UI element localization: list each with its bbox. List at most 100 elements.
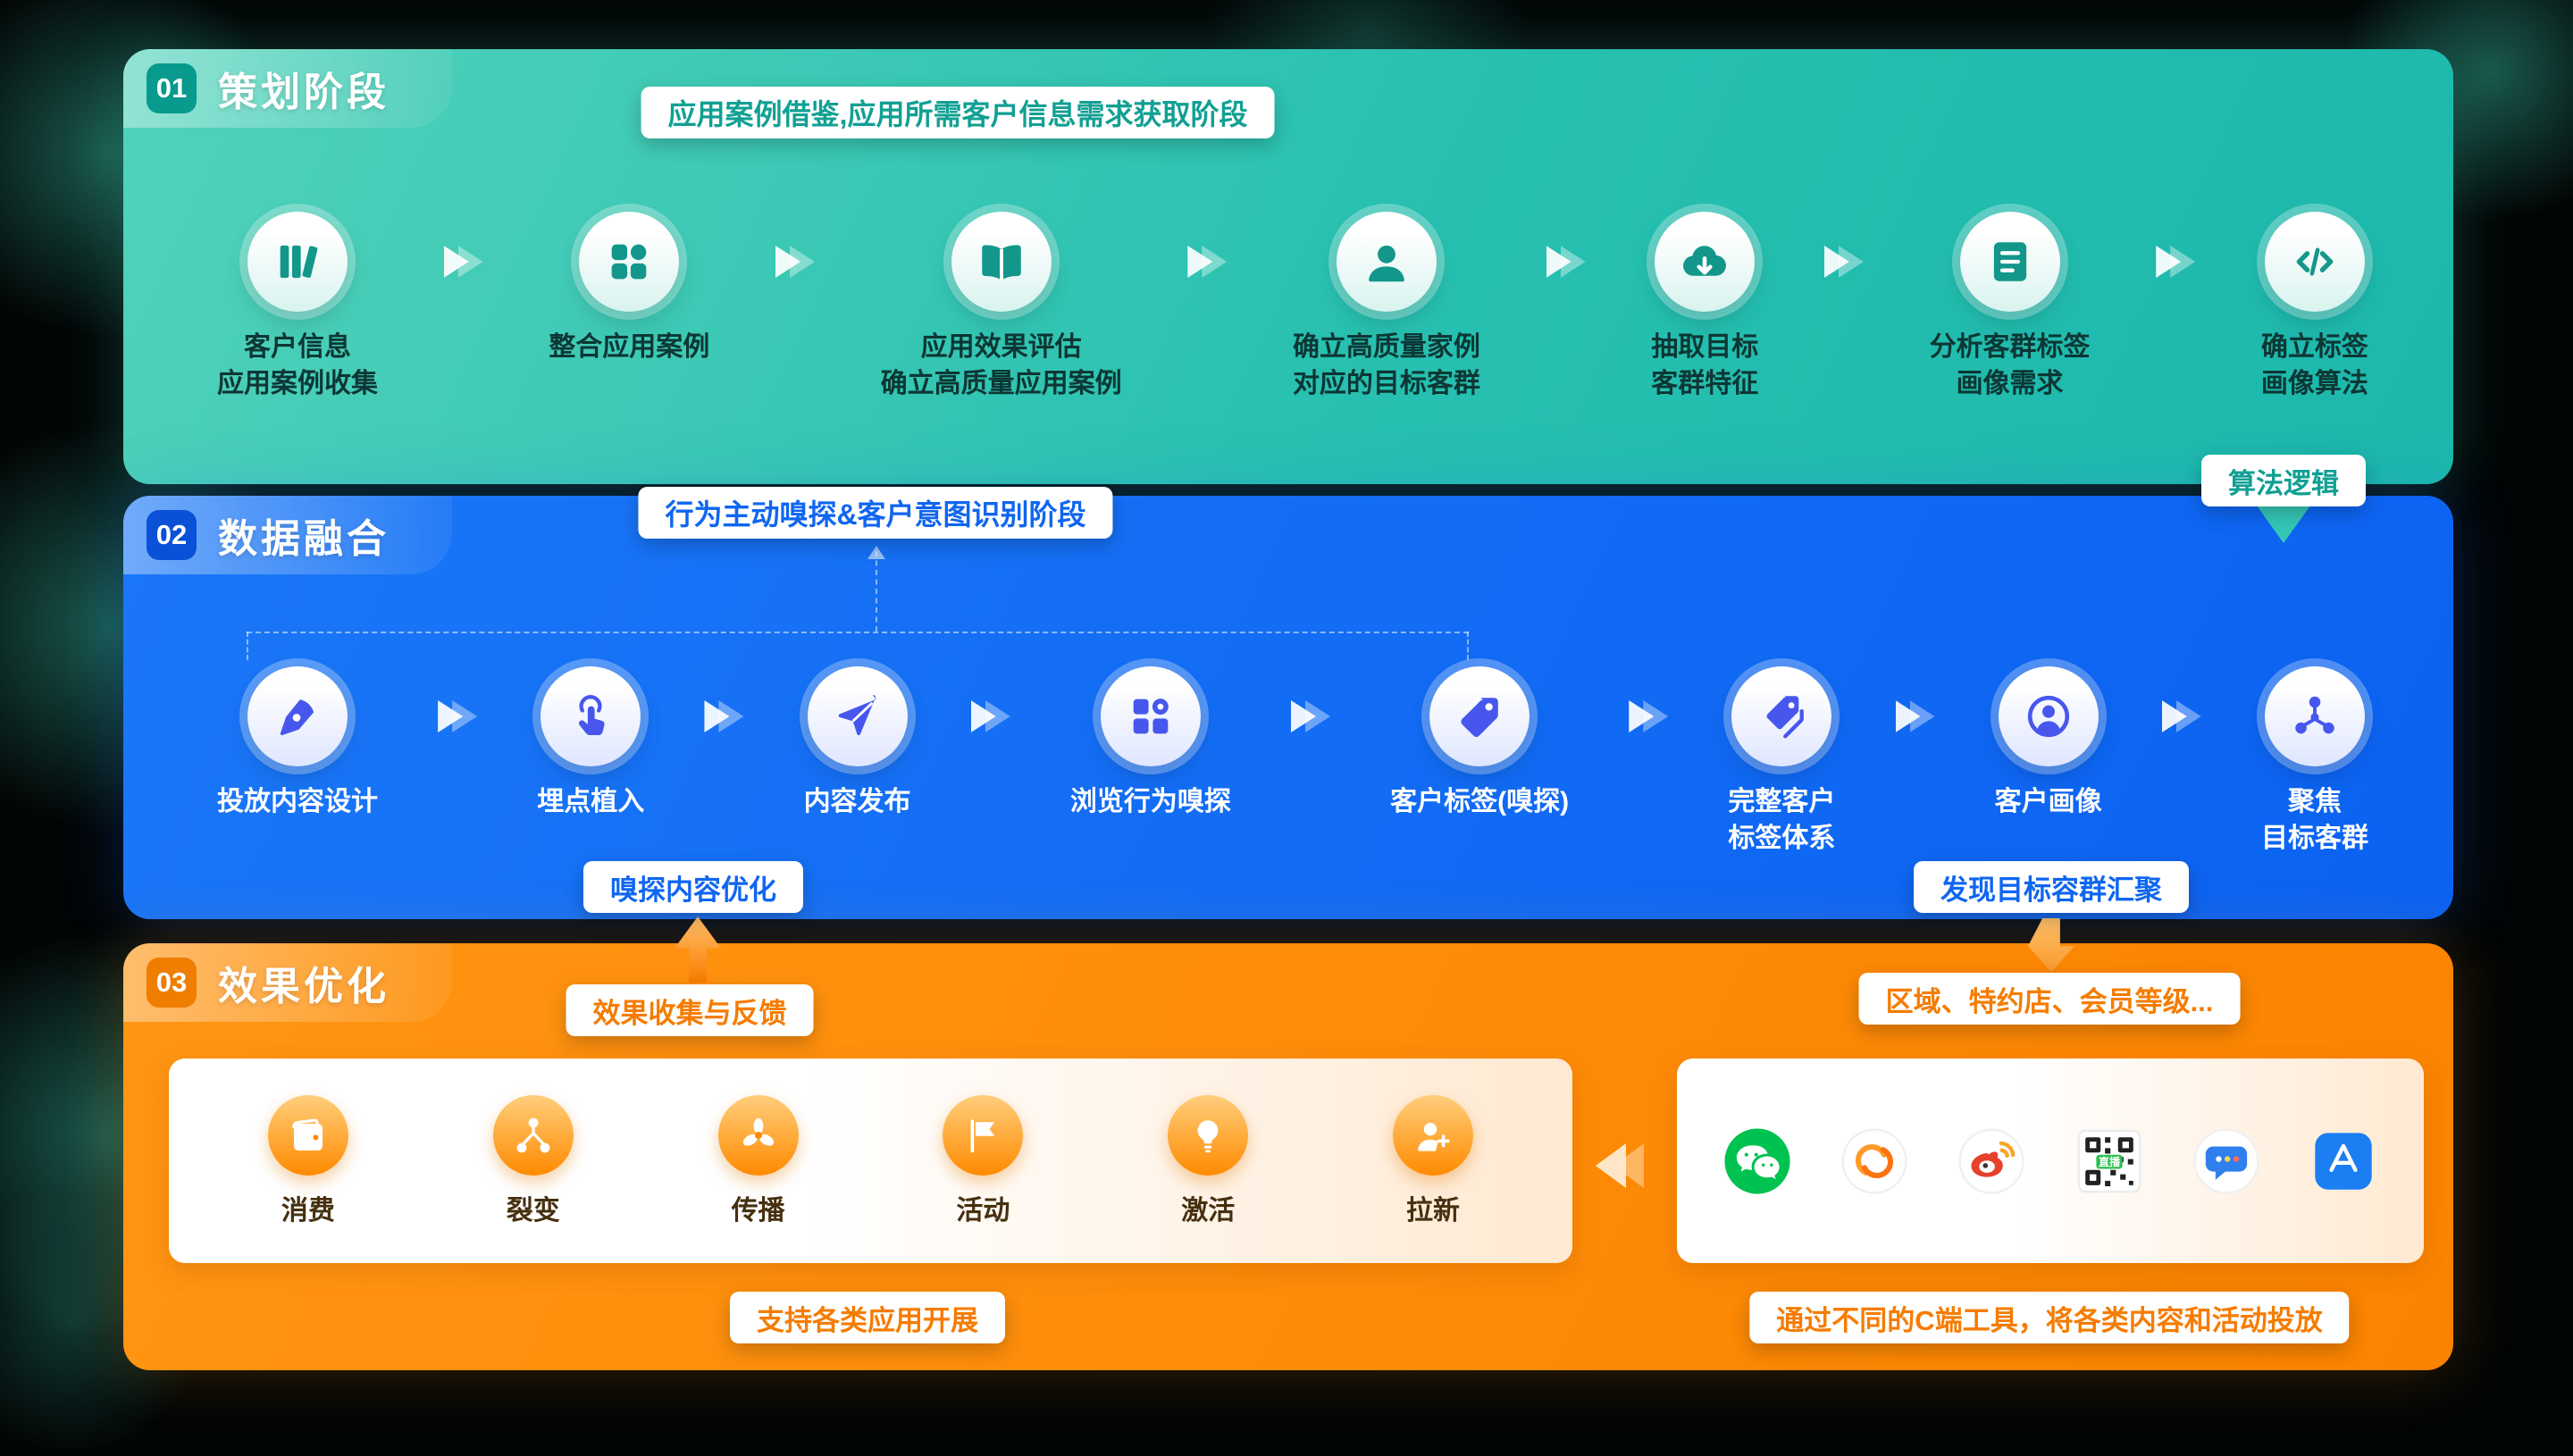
step-tap: 埋点植入 <box>537 666 644 821</box>
user-circle-icon <box>1998 666 2099 766</box>
arrow-up-orange-icon <box>675 916 721 983</box>
flow-arrow-icon <box>1290 700 1330 732</box>
activity-split: 裂变 <box>492 1094 574 1227</box>
step-label: 分析客群标签 画像需求 <box>1929 332 2091 398</box>
phase-1-number-badge: 01 <box>147 63 197 113</box>
activity-label: 裂变 <box>506 1195 560 1226</box>
step-network: 聚焦 目标客群 <box>2261 666 2368 857</box>
flow-arrow-icon <box>704 700 744 732</box>
grid-scan-icon <box>1100 666 1201 766</box>
step-label: 整合应用案例 <box>549 332 710 362</box>
step-label: 浏览行为嗅探 <box>1069 787 1231 816</box>
chat-icon <box>2192 1126 2261 1196</box>
app-grid-icon <box>579 212 680 312</box>
activity-user-plus: 拉新 <box>1393 1094 1474 1227</box>
channels-panel: 直播 <box>1677 1059 2424 1263</box>
flow-arrow-icon <box>1629 700 1669 732</box>
activity-label: 传播 <box>731 1195 785 1226</box>
dashed-bracket-line <box>247 632 1469 633</box>
weibo-icon <box>1957 1126 2026 1196</box>
flow-arrow-icon <box>2161 700 2201 732</box>
fan-icon <box>717 1094 799 1176</box>
code-icon <box>2264 212 2365 312</box>
flag-icon <box>943 1094 1024 1176</box>
flow-arrow-icon <box>1187 246 1228 278</box>
dashed-bracket-end <box>1467 632 1469 660</box>
cloud-download-icon <box>1655 212 1756 312</box>
user-icon <box>1336 212 1437 312</box>
region-label: 区域、特约店、会员等级... <box>1858 973 2241 1025</box>
channels-icon <box>1840 1126 1909 1196</box>
svg-text:直播: 直播 <box>2098 1154 2120 1167</box>
phase-2-steps: 投放内容设计埋点植入内容发布浏览行为嗅探客户标签(嗅探)完整客户 标签体系客户画… <box>217 666 2368 857</box>
step-user: 确立高质量家例 对应的目标客群 <box>1293 212 1480 402</box>
phase-3-number-badge: 03 <box>147 958 197 1008</box>
step-paper-plane: 内容发布 <box>804 666 911 821</box>
phase-3-band: 03 效果优化 消费 裂变 传播 活动 激活 拉新 直播 <box>123 943 2453 1370</box>
paper-plane-icon <box>807 666 908 766</box>
phase-1-band: 01 策划阶段 应用案例借鉴,应用所需客户信息需求获取阶段 客户信息 应用案例收… <box>123 49 2453 484</box>
tag-icon <box>1429 666 1530 766</box>
activities-panel: 消费 裂变 传播 活动 激活 拉新 <box>169 1059 1572 1263</box>
step-label: 抽取目标 客群特征 <box>1651 332 1759 398</box>
book-stack-icon <box>247 212 348 312</box>
activity-label: 激活 <box>1181 1195 1236 1226</box>
flow-arrow-icon <box>1823 246 1864 278</box>
phase-2-title: 数据融合 <box>218 517 390 561</box>
step-grid-scan: 浏览行为嗅探 <box>1070 666 1231 821</box>
step-pen: 投放内容设计 <box>217 666 378 821</box>
flow-arrow-icon <box>2156 246 2196 278</box>
dashed-arrowhead-icon <box>867 537 885 559</box>
flow-arrow-icon <box>438 700 478 732</box>
split-icon <box>492 1094 574 1176</box>
flow-arrow-left-icon <box>1596 1143 1644 1188</box>
tags-icon <box>1731 666 1832 766</box>
bulb-icon <box>1168 1094 1249 1176</box>
phase-3-title: 效果优化 <box>218 965 390 1008</box>
activity-label: 消费 <box>281 1195 335 1226</box>
phase-2-number-badge: 02 <box>147 510 197 560</box>
tap-icon <box>541 666 641 766</box>
step-label: 聚焦 目标客群 <box>2260 787 2368 853</box>
phase-1-title: 策划阶段 <box>218 71 390 114</box>
c-tools-label: 通过不同的C端工具，将各类内容和活动投放 <box>1749 1292 2350 1343</box>
step-app-grid: 整合应用案例 <box>549 212 709 366</box>
support-label: 支持各类应用开展 <box>730 1292 1005 1343</box>
step-user-circle: 客户画像 <box>1995 666 2102 821</box>
flow-arrow-icon <box>970 700 1010 732</box>
activity-fan: 传播 <box>717 1094 799 1227</box>
wallet-icon <box>267 1094 348 1176</box>
wechat-icon <box>1722 1126 1792 1196</box>
phase-2-pill: 02 数据融合 <box>123 496 452 574</box>
step-label: 埋点植入 <box>537 787 645 816</box>
phase-2-banner: 行为主动嗅探&客户意图识别阶段 <box>638 487 1113 539</box>
flow-arrow-icon <box>775 246 815 278</box>
flow-arrow-icon <box>443 246 483 278</box>
user-plus-icon <box>1393 1094 1474 1176</box>
step-document: 分析客群标签 画像需求 <box>1930 212 2091 402</box>
open-book-icon <box>951 212 1052 312</box>
live-qrcode-icon: 直播 <box>2074 1126 2144 1196</box>
step-label: 确立标签 画像算法 <box>2260 332 2368 398</box>
phase-1-banner: 应用案例借鉴,应用所需客户信息需求获取阶段 <box>641 87 1275 138</box>
step-book-stack: 客户信息 应用案例收集 <box>217 212 378 402</box>
activity-label: 活动 <box>956 1195 1010 1226</box>
step-label: 应用效果评估 确立高质量应用案例 <box>880 332 1122 398</box>
phase-2-band: 02 数据融合 行为主动嗅探&客户意图识别阶段 投放内容设计埋点植入 内容发布 浏览… <box>123 487 2453 919</box>
target-cluster-label: 发现目标容群汇聚 <box>1914 861 2189 913</box>
step-cloud-download: 抽取目标 客群特征 <box>1651 212 1758 402</box>
step-label: 确立高质量家例 对应的目标客群 <box>1292 332 1480 398</box>
activity-wallet: 消费 <box>267 1094 348 1227</box>
network-icon <box>2264 666 2365 766</box>
phase-3-pill: 03 效果优化 <box>123 943 452 1022</box>
step-label: 内容发布 <box>803 787 911 816</box>
step-open-book: 应用效果评估 确立高质量应用案例 <box>881 212 1122 402</box>
activity-label: 拉新 <box>1406 1195 1461 1226</box>
step-label: 客户标签(嗅探) <box>1390 787 1570 816</box>
sniff-optimize-label: 嗅探内容优化 <box>583 861 803 913</box>
flow-arrow-icon <box>1895 700 1935 732</box>
flow-arrow-icon <box>1546 246 1586 278</box>
feedback-label: 效果收集与反馈 <box>566 984 814 1036</box>
phase-1-steps: 客户信息 应用案例收集整合应用案例 应用效果评估 确立高质量应用案例 确立高质量家例… <box>217 212 2368 402</box>
